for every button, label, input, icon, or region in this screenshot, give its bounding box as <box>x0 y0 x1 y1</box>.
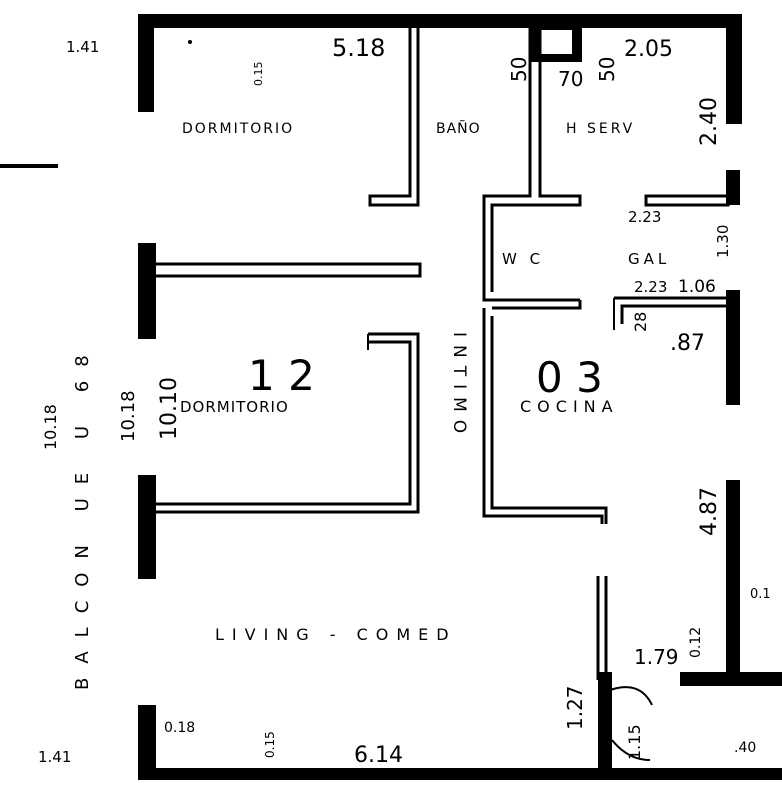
room-serv: H SERV <box>566 121 635 137</box>
axis-arrow <box>0 164 58 168</box>
room-gal: GAL <box>628 250 670 268</box>
right-wall-upper <box>726 14 742 124</box>
unit-numbers: 1 2 0 3 <box>248 351 603 402</box>
dim-28: 28 <box>631 312 650 332</box>
exterior-walls <box>138 14 782 780</box>
plan-marks <box>0 40 192 168</box>
dim-4-87: 4.87 <box>697 487 722 536</box>
dim-2-23-a: 2.23 <box>628 208 661 226</box>
dim-10-10: 10.10 <box>157 377 182 440</box>
dim-5-18: 5.18 <box>332 34 385 62</box>
dim-50-b: 50 <box>595 57 619 82</box>
room-labels: DORMITORIO BAÑO H SERV W C GAL DORMITORI… <box>72 120 670 690</box>
dim-1-41-bottom: 1.41 <box>38 748 71 766</box>
unit-number-03: 0 3 <box>536 353 603 402</box>
dim-2-05: 2.05 <box>624 37 673 62</box>
room-intimo: INTIMO <box>449 332 469 441</box>
left-wall-lower <box>138 475 156 579</box>
dim-0-12: 0.12 <box>688 627 704 658</box>
left-wall-mid <box>138 243 156 339</box>
top-wall <box>138 14 742 28</box>
plan-dot <box>188 40 192 44</box>
left-wall-bottom <box>138 705 156 780</box>
dim-87: .87 <box>670 331 705 356</box>
unit-number-12: 1 2 <box>248 351 315 400</box>
bottom-right-pillar <box>598 672 612 780</box>
right-wall-cocina <box>726 290 740 405</box>
dim-1-30: 1.30 <box>714 225 732 258</box>
dim-0-1: 0.1 <box>750 587 771 602</box>
dim-1-06: 1.06 <box>678 277 716 297</box>
dim-0-15-bottom: 0.15 <box>263 731 277 758</box>
room-wc: W C <box>502 250 544 268</box>
room-dormitorio-mid: DORMITORIO <box>180 398 289 416</box>
dim-1-27: 1.27 <box>563 685 587 730</box>
dim-50-a: 50 <box>507 57 531 82</box>
balcony-ledge <box>680 672 782 686</box>
room-dormitorio-top: DORMITORIO <box>182 121 294 137</box>
dim-70: 70 <box>558 67 583 91</box>
dimension-labels: 5.18 0.15 50 70 50 2.05 2.40 1.41 2.23 1… <box>38 34 771 768</box>
dim-0-15-top: 0.15 <box>252 62 265 87</box>
dim-2-23-b: 2.23 <box>634 278 667 296</box>
balcon-label: BALCON UE U 68 <box>72 341 93 690</box>
left-wall-upper <box>138 14 154 112</box>
dim-0-18: 0.18 <box>164 720 195 736</box>
dim-1-15: 1.15 <box>625 724 644 760</box>
bottom-wall <box>138 768 782 780</box>
dim-10-18-left: 10.18 <box>41 404 60 450</box>
dim-1-41-top: 1.41 <box>66 38 99 56</box>
dim-6-14: 6.14 <box>354 743 403 768</box>
room-living: LIVING - COMED <box>215 625 457 644</box>
room-bano: BAÑO <box>436 120 481 137</box>
dim-2-40: 2.40 <box>697 97 722 146</box>
dim-1-79: 1.79 <box>634 645 679 669</box>
dim-40: .40 <box>734 740 756 756</box>
dim-10-18: 10.18 <box>118 390 139 442</box>
right-wall-living <box>726 480 740 675</box>
interior-walls <box>156 28 730 761</box>
room-cocina: COCINA <box>520 397 619 416</box>
